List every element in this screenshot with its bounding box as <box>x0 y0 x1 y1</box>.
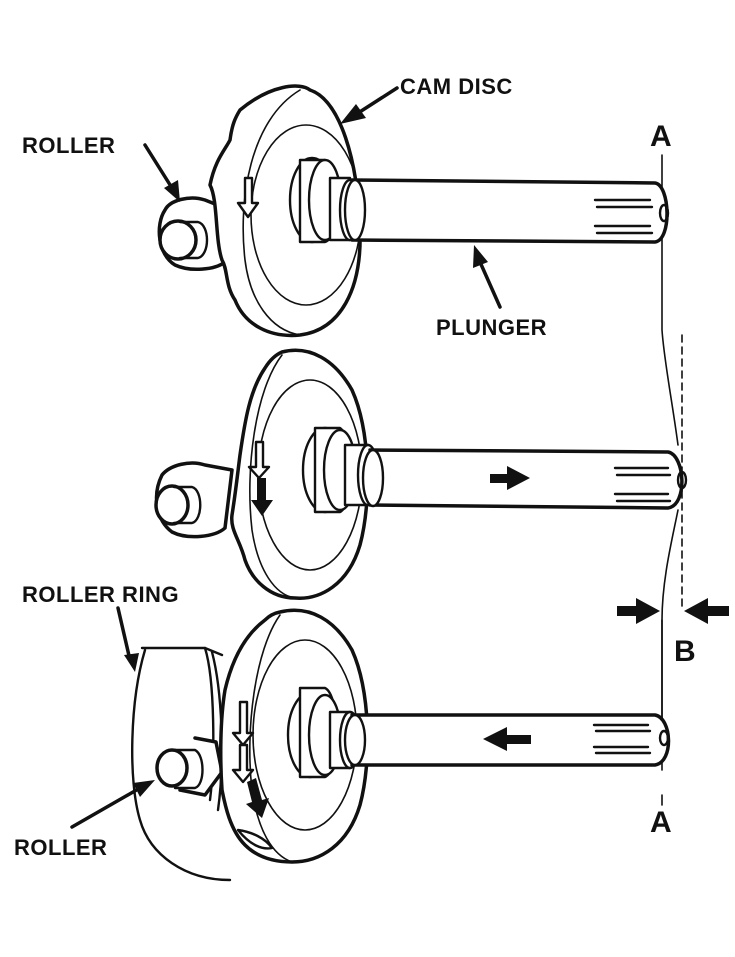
dimension-arrow-left <box>617 598 660 624</box>
leader-roller-ring <box>116 606 139 672</box>
rotation-arrow-combo-bottom <box>231 700 269 818</box>
roller-bottom <box>155 736 224 797</box>
dimension-arrow-right <box>684 598 729 624</box>
plunger-motion-arrow-left <box>483 727 531 751</box>
label-a-top: A <box>650 120 672 153</box>
leader-plunger <box>473 245 502 309</box>
roller-top <box>157 196 232 271</box>
label-roller-top: ROLLER <box>22 133 115 158</box>
leader-cam-disc <box>340 86 399 124</box>
roller-middle <box>154 461 234 539</box>
cam-disc-top <box>208 84 362 338</box>
assembly-position-1 <box>157 84 670 338</box>
leader-roller-bottom <box>70 780 155 829</box>
label-cam-disc: CAM DISC <box>400 74 513 99</box>
label-roller-bottom: ROLLER <box>14 835 107 860</box>
plunger-top <box>343 178 670 244</box>
cam-hub-bottom <box>286 686 362 779</box>
label-roller-ring: ROLLER RING <box>22 582 179 607</box>
plunger-motion-arrow-right <box>490 466 530 490</box>
leader-roller-top <box>143 143 180 202</box>
assembly-position-3 <box>131 608 671 882</box>
assembly-position-2 <box>154 348 688 600</box>
label-plunger: PLUNGER <box>436 315 547 340</box>
cam-hub-top <box>288 156 362 244</box>
rotation-arrow-solid-middle <box>247 440 273 516</box>
label-a-bottom: A <box>650 806 672 839</box>
rotation-arrow-outline-top <box>236 176 260 219</box>
label-b-dimension: B <box>674 635 696 668</box>
